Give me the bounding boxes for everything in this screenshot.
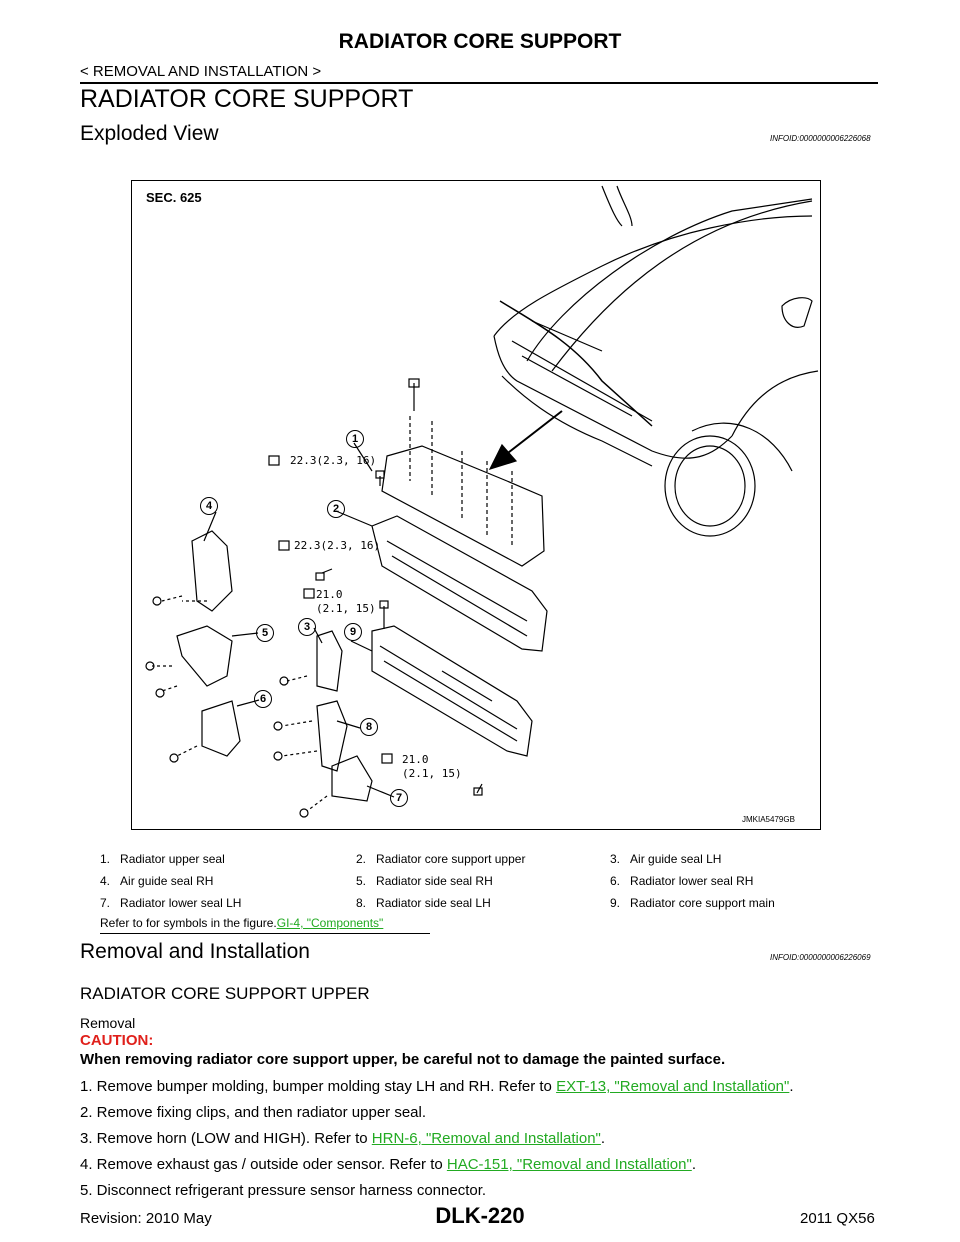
callout-1: 1 — [346, 430, 364, 448]
legend-divider — [100, 933, 430, 934]
step-4-link[interactable]: HAC-151, "Removal and Installation" — [446, 1156, 692, 1173]
subheading-core-support-upper: RADIATOR CORE SUPPORT UPPER — [80, 984, 370, 1003]
header-divider — [80, 82, 878, 84]
parts-legend: 1. Radiator upper seal 2. Radiator core … — [100, 848, 860, 938]
callout-6: 6 — [254, 690, 272, 708]
torque-label-4-units: (2.1, 15) — [402, 767, 462, 780]
legend-refer: Refer to for symbols in the figure.GI-4,… — [100, 912, 383, 934]
torque-label-2: 22.3(2.3, 16) — [294, 539, 381, 552]
legend-item-6: 6. Radiator lower seal RH — [610, 874, 754, 888]
step-3-link[interactable]: HRN-6, "Removal and Installation" — [371, 1130, 601, 1147]
legend-refer-text: Refer to for symbols in the figure. — [100, 916, 277, 930]
caution-text: When removing radiator core support uppe… — [80, 1051, 726, 1068]
step-4: 4. Remove exhaust gas / outside oder sen… — [80, 1156, 696, 1173]
section-title: RADIATOR CORE SUPPORT — [80, 85, 414, 113]
footer-doc-code: DLK-220 — [435, 1203, 525, 1228]
legend-item-5: 5. Radiator side seal RH — [356, 874, 493, 888]
removal-installation-infoid: INFOID:0000000006226069 — [770, 953, 871, 962]
footer-revision: Revision: 2010 May — [80, 1210, 212, 1227]
callout-7: 7 — [390, 789, 408, 807]
removal-label: Removal — [80, 1015, 136, 1031]
callout-3: 3 — [298, 618, 316, 636]
caution-label: CAUTION: — [80, 1032, 154, 1049]
footer-model: 2011 QX56 — [800, 1210, 875, 1227]
exploded-view-figure: SEC. 625 22.3(2.3, 16) 22.3(2.3, 16) 21.… — [131, 180, 821, 830]
torque-label-3-units: (2.1, 15) — [316, 602, 376, 615]
legend-item-4: 4. Air guide seal RH — [100, 874, 214, 888]
step-1-link[interactable]: EXT-13, "Removal and Installation" — [556, 1078, 790, 1095]
legend-item-1: 1. Radiator upper seal — [100, 852, 225, 866]
exploded-view-infoid: INFOID:0000000006226068 — [770, 134, 871, 143]
page-header-title: RADIATOR CORE SUPPORT — [338, 30, 622, 53]
torque-label-3-value: 21.0 — [316, 588, 343, 601]
legend-refer-link[interactable]: GI-4, "Components" — [276, 916, 384, 930]
exploded-diagram — [145, 185, 819, 818]
step-3: 3. Remove horn (LOW and HIGH). Refer to … — [80, 1130, 606, 1147]
exploded-view-heading: Exploded View — [80, 122, 219, 145]
torque-label-4-value: 21.0 — [402, 753, 429, 766]
callout-2: 2 — [327, 500, 345, 518]
callout-5: 5 — [256, 624, 274, 642]
legend-item-8: 8. Radiator side seal LH — [356, 896, 491, 910]
legend-item-2: 2. Radiator core support upper — [356, 852, 526, 866]
callout-8: 8 — [360, 718, 378, 736]
breadcrumb: < REMOVAL AND INSTALLATION > — [80, 63, 322, 80]
legend-item-7: 7. Radiator lower seal LH — [100, 896, 242, 910]
step-2: 2. Remove fixing clips, and then radiato… — [80, 1104, 427, 1121]
step-5: 5. Disconnect refrigerant pressure senso… — [80, 1182, 487, 1199]
callout-9: 9 — [344, 623, 362, 641]
step-1: 1. Remove bumper molding, bumper molding… — [80, 1078, 794, 1095]
figure-sec-label: SEC. 625 — [146, 190, 202, 205]
callout-4: 4 — [200, 497, 218, 515]
removal-installation-heading: Removal and Installation — [80, 940, 310, 963]
torque-label-1: 22.3(2.3, 16) — [290, 454, 377, 467]
legend-item-9: 9. Radiator core support main — [610, 896, 775, 910]
legend-item-3: 3. Air guide seal LH — [610, 852, 722, 866]
figure-id: JMKIA5479GB — [742, 815, 795, 824]
